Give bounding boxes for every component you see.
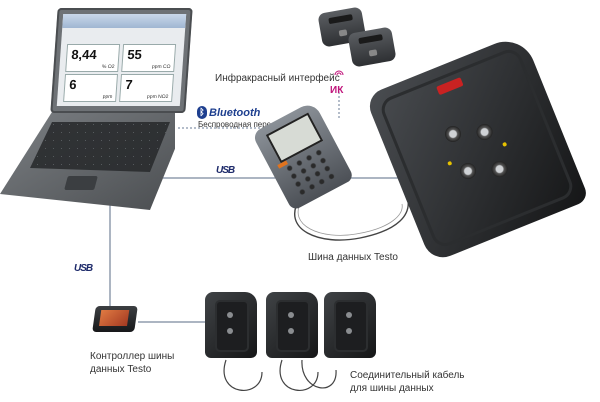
usb-logo-bottom: USB <box>74 258 93 276</box>
printer-slot <box>328 14 353 25</box>
bluetooth-brand: Bluetooth <box>209 107 261 119</box>
printer-button <box>368 49 378 57</box>
databus-cable <box>294 197 409 241</box>
module-port <box>346 312 352 318</box>
controller-label-2: данных Testo <box>90 364 152 375</box>
printer-slot <box>358 34 383 45</box>
module-cable-1 <box>223 359 263 391</box>
reading-unit: ppm CO <box>151 64 171 70</box>
usb-logo-text: USB <box>74 263 93 274</box>
cable-label-2: для шины данных <box>350 383 434 394</box>
infrared-label: Инфракрасный интерфейс <box>215 73 340 84</box>
reading-value: 8,44 <box>70 47 98 62</box>
databus-module-2 <box>266 292 318 358</box>
module-port <box>288 328 294 334</box>
reading-value: 6 <box>68 77 78 92</box>
reading-cell: 7 ppm NO2 <box>119 74 175 102</box>
databus-cable-2 <box>297 199 403 236</box>
module-panel <box>215 300 249 352</box>
readings-grid: 8,44 % O2 55 ppm CO 6 ppm 7 ppm NO2 <box>63 44 177 104</box>
screen-toolbar <box>62 14 187 28</box>
reading-value: 55 <box>126 47 143 62</box>
ir-wave-icon <box>334 70 344 76</box>
reading-cell: 55 ppm CO <box>121 44 177 72</box>
reading-unit: ppm <box>102 94 113 100</box>
reading-value: 7 <box>124 77 134 92</box>
module-panel <box>334 300 368 352</box>
module-port <box>227 328 233 334</box>
laptop-screen: 8,44 % O2 55 ppm CO 6 ppm 7 ppm NO2 <box>56 14 187 106</box>
laptop-keyboard <box>30 122 170 172</box>
laptop-touchpad <box>64 176 98 190</box>
databus-module-1 <box>205 292 257 358</box>
bluetooth-icon: ᛒ <box>197 106 207 119</box>
module-cable-3 <box>301 359 337 389</box>
module-port <box>288 312 294 318</box>
controller-screen <box>99 310 130 326</box>
reading-unit: % O2 <box>101 64 115 70</box>
usb-logo-text: USB <box>216 165 235 176</box>
controller-label-1: Контроллер шины <box>90 351 175 362</box>
databus-module-3 <box>324 292 376 358</box>
reading-cell: 6 ppm <box>63 74 119 102</box>
reading-cell: 8,44 % O2 <box>65 44 121 72</box>
databus-controller <box>92 306 138 332</box>
module-port <box>346 328 352 334</box>
printer-button <box>338 29 348 37</box>
databus-label: Шина данных Testo <box>308 252 398 263</box>
module-panel <box>276 300 310 352</box>
cable-label-1: Соединительный кабель <box>350 370 465 381</box>
usb-logo-top: USB <box>216 160 235 178</box>
bluetooth-caption: Беспроводная передача данных* <box>198 120 322 129</box>
module-cable-2 <box>279 359 319 391</box>
ir-tag: ИК <box>330 85 344 96</box>
module-port <box>227 312 233 318</box>
reading-unit: ppm NO2 <box>146 94 169 100</box>
